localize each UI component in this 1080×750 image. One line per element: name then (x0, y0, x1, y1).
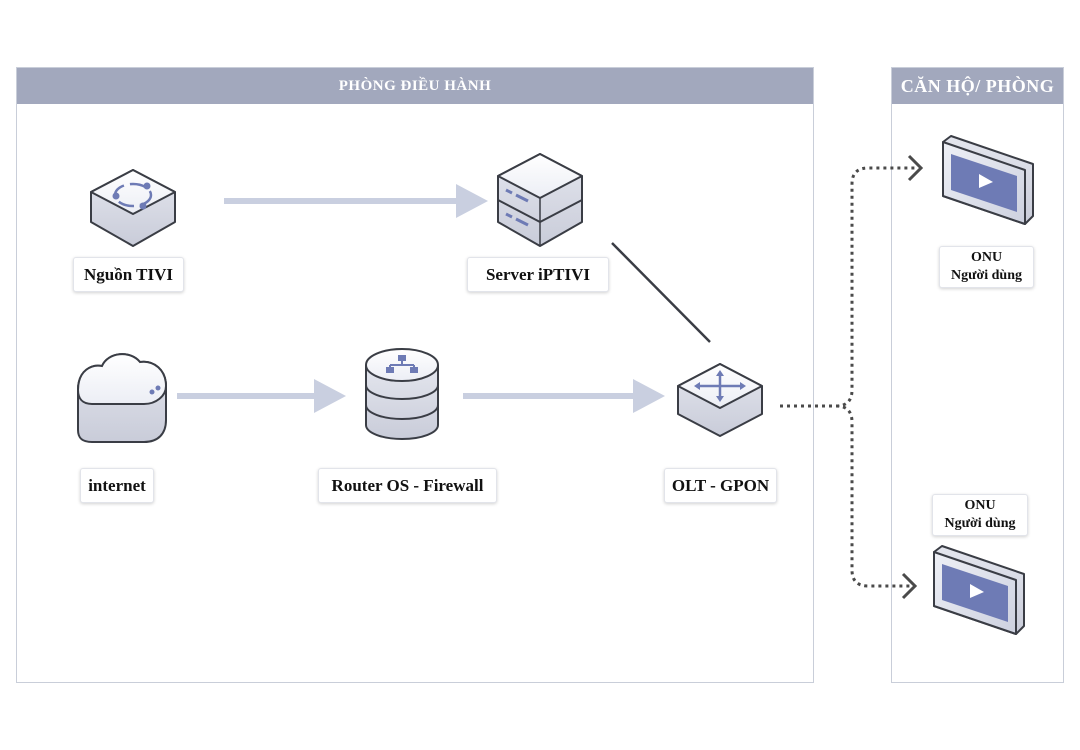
arrowhead-onu-top (907, 154, 924, 182)
onu-top-line2: Người dùng (950, 268, 1022, 283)
label-olt: OLT - GPON (664, 468, 777, 503)
cloud-storage-icon (76, 353, 168, 443)
screen-play-icon (933, 545, 1025, 635)
arrow-tv-to-server (224, 184, 488, 218)
label-onu-top: ONU Người dùng (939, 246, 1034, 288)
label-onu-bottom: ONU Người dùng (932, 494, 1028, 536)
label-server: Server iPTIVI (467, 257, 609, 292)
apartment-room-title: CĂN HỘ/ PHÒNG (892, 68, 1063, 104)
link-server-to-olt (611, 242, 711, 343)
label-tv-source: Nguồn TIVI (73, 257, 184, 292)
screen-play-icon (942, 135, 1034, 225)
arrowhead-onu-bottom (901, 572, 918, 600)
arrow-internet-to-router (177, 379, 346, 413)
arrow-router-to-olt (463, 379, 665, 413)
label-router: Router OS - Firewall (318, 468, 497, 503)
onu-bottom-line1: ONU (964, 498, 996, 513)
database-network-icon (365, 348, 439, 440)
fiber-links (780, 166, 916, 588)
onu-top-line1: ONU (970, 250, 1003, 265)
onu-bottom-line2: Người dùng (944, 516, 1016, 531)
label-internet: internet (80, 468, 154, 503)
operations-room-title: PHÒNG ĐIỀU HÀNH (17, 68, 813, 104)
switch-arrows-icon (677, 363, 763, 437)
sync-cube-icon (90, 169, 176, 247)
server-stack-icon (497, 153, 583, 247)
